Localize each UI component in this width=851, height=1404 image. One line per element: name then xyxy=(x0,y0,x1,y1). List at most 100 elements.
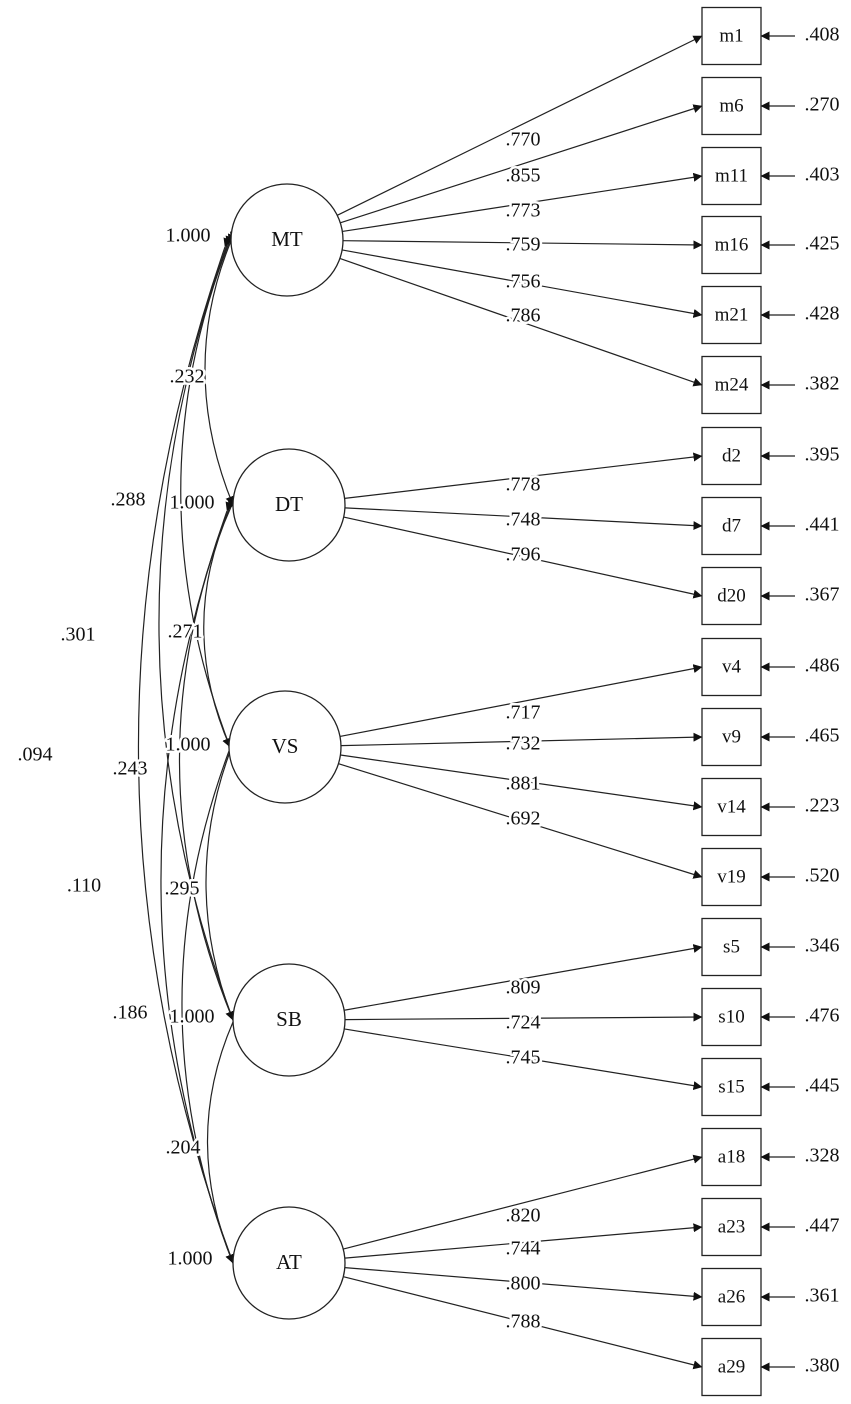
loading-label-m11: .773 xyxy=(506,200,541,222)
factor-loadings xyxy=(336,35,703,1370)
variance-label-vs: 1.000 xyxy=(166,734,211,756)
error-label-m1: .408 xyxy=(805,24,840,46)
loading-label-v9: .732 xyxy=(506,733,541,755)
factor-circle-dt xyxy=(232,448,346,562)
factor-correlations xyxy=(137,231,241,1264)
loading-label-m24: .786 xyxy=(506,305,541,327)
loading-arrow-d2 xyxy=(344,452,703,499)
indicator-label-v14: v14 xyxy=(717,796,746,817)
indicator-box-a18 xyxy=(701,1127,762,1187)
coefficient-labels: .232.288.301.094.271.243.110.295.186.204… xyxy=(15,24,840,1377)
indicator-label-v4: v4 xyxy=(722,656,742,677)
factor-label-dt: DT xyxy=(275,492,303,516)
factor-label-at: AT xyxy=(276,1250,302,1274)
loading-label-a29: .788 xyxy=(506,1311,541,1333)
factor-circle-vs xyxy=(228,690,342,804)
indicator-label-s15: s15 xyxy=(718,1076,744,1097)
loading-label-a26: .800 xyxy=(506,1273,541,1295)
loading-arrow-m16 xyxy=(342,240,703,250)
indicator-box-m11 xyxy=(701,146,762,206)
correlation-arc-mt-dt xyxy=(204,231,239,506)
loading-label-v14: .881 xyxy=(506,773,541,795)
indicator-label-m1: m1 xyxy=(719,25,743,46)
indicator-label-a18: a18 xyxy=(718,1146,745,1167)
error-label-a23: .447 xyxy=(805,1215,840,1237)
indicator-box-m24 xyxy=(701,355,762,415)
loading-label-d20: .796 xyxy=(506,544,541,566)
loading-arrow-a18 xyxy=(343,1154,703,1250)
indicator-label-m24: m24 xyxy=(715,374,749,395)
factor-circle-at xyxy=(232,1206,346,1320)
correlation-arc-mt-at xyxy=(137,237,235,1264)
error-label-m6: .270 xyxy=(805,94,840,116)
loading-arrow-s15 xyxy=(344,1028,703,1091)
error-label-m24: .382 xyxy=(805,373,840,395)
indicator-label-s10: s10 xyxy=(718,1006,744,1027)
loading-arrow-s10 xyxy=(344,1012,703,1022)
variance-label-sb: 1.000 xyxy=(170,1006,215,1028)
indicator-box-s15 xyxy=(701,1057,762,1117)
variance-label-dt: 1.000 xyxy=(170,492,215,514)
correlation-label-dt-sb: .243 xyxy=(113,758,148,780)
correlation-arc-mt-vs xyxy=(180,233,237,748)
indicator-label-d7: d7 xyxy=(722,515,741,536)
loading-arrow-m24 xyxy=(339,257,703,387)
indicator-box-d2 xyxy=(701,426,762,486)
factor-label-mt: MT xyxy=(271,227,303,251)
variance-label-mt: 1.000 xyxy=(166,225,211,247)
indicator-box-m6 xyxy=(701,76,762,136)
factor-circle-sb xyxy=(232,963,346,1077)
variance-label-at: 1.000 xyxy=(168,1248,213,1270)
loading-arrow-m11 xyxy=(342,172,703,233)
error-label-v19: .520 xyxy=(805,865,840,887)
error-label-v9: .465 xyxy=(805,725,840,747)
indicator-box-v4 xyxy=(701,637,762,697)
indicator-box-d20 xyxy=(701,566,762,626)
error-label-s10: .476 xyxy=(805,1005,840,1027)
error-label-v14: .223 xyxy=(805,795,840,817)
indicator-label-s5: s5 xyxy=(723,936,740,957)
correlation-arc-vs-at xyxy=(181,741,237,1264)
indicator-box-s10 xyxy=(701,987,762,1047)
loading-arrow-v9 xyxy=(340,732,703,747)
loading-label-s15: .745 xyxy=(506,1047,541,1069)
loading-arrow-d7 xyxy=(344,507,703,531)
indicator-label-d20: d20 xyxy=(717,585,746,606)
loading-label-m16: .759 xyxy=(506,234,541,256)
loading-arrow-v14 xyxy=(340,754,703,811)
factor-label-vs: VS xyxy=(272,734,299,758)
indicator-box-a23 xyxy=(701,1197,762,1257)
indicator-box-a29 xyxy=(701,1337,762,1397)
indicator-box-v14 xyxy=(701,777,762,837)
loading-arrow-v4 xyxy=(339,664,703,738)
correlation-label-mt-sb: .301 xyxy=(61,624,96,646)
error-label-d20: .367 xyxy=(805,584,840,606)
loading-label-d2: .778 xyxy=(506,474,541,496)
indicator-label-a26: a26 xyxy=(718,1286,745,1307)
indicator-label-a23: a23 xyxy=(718,1216,745,1237)
loading-label-v4: .717 xyxy=(506,702,541,724)
correlation-label-vs-sb: .295 xyxy=(165,878,200,900)
loading-arrow-d20 xyxy=(343,516,703,599)
loading-label-m21: .756 xyxy=(506,271,541,293)
loading-arrow-v19 xyxy=(338,763,703,879)
error-label-s5: .346 xyxy=(805,935,840,957)
loading-arrow-a29 xyxy=(343,1276,703,1370)
loading-label-a18: .820 xyxy=(506,1205,541,1227)
error-label-s15: .445 xyxy=(805,1075,840,1097)
error-label-a18: .328 xyxy=(805,1145,840,1167)
indicator-label-d2: d2 xyxy=(722,445,741,466)
correlation-label-mt-at: .094 xyxy=(18,744,53,766)
error-label-d2: .395 xyxy=(805,444,840,466)
loading-arrow-a23 xyxy=(344,1223,703,1259)
loading-arrow-a26 xyxy=(344,1266,703,1301)
error-label-m11: .403 xyxy=(805,164,840,186)
correlation-label-dt-vs: .271 xyxy=(168,621,203,643)
loading-label-v19: .692 xyxy=(506,808,541,830)
error-variances xyxy=(760,31,795,1372)
correlation-label-mt-vs: .288 xyxy=(111,489,146,511)
indicator-box-a26 xyxy=(701,1267,762,1327)
error-label-m21: .428 xyxy=(805,303,840,325)
correlation-label-vs-at: .186 xyxy=(113,1002,148,1024)
